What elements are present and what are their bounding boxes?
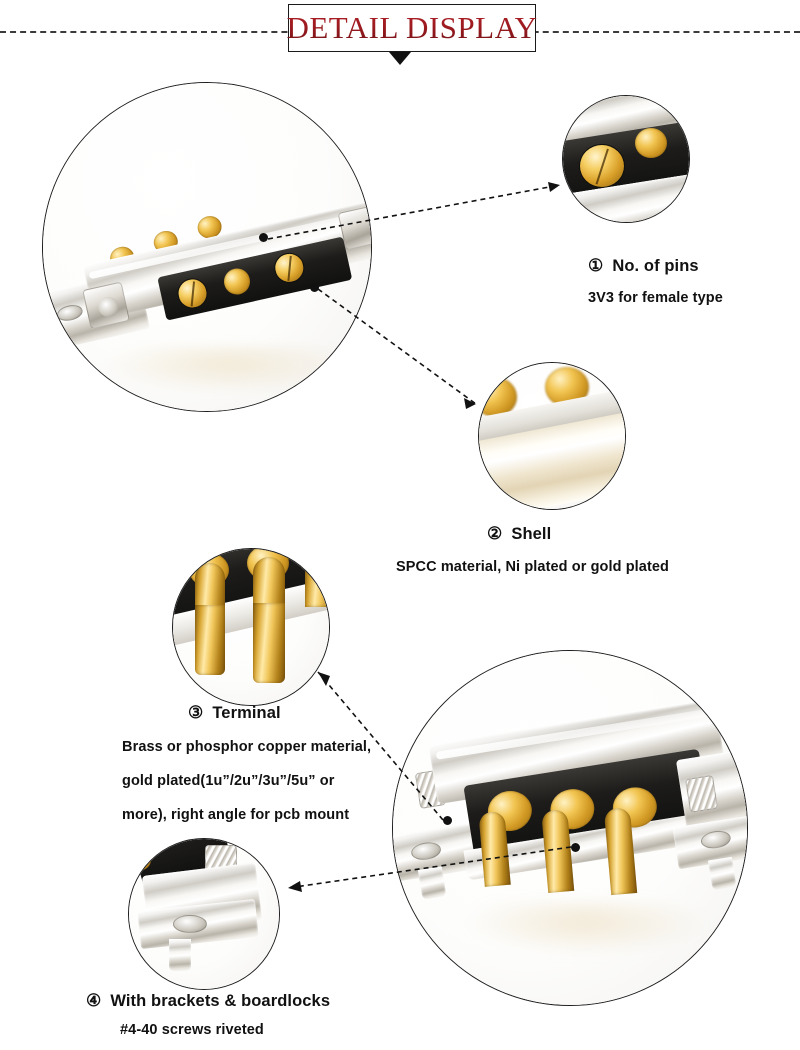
annotation-2-title: Shell [511,525,552,543]
annotation-3-line-2: gold plated(1u”/2u”/3u”/5u” or [122,773,335,789]
annotation-3-marker: ③ [188,703,204,722]
annotation-1-line-1: 3V3 for female type [588,290,723,306]
terminal-leg-b [253,603,285,683]
leader-dot-bracket [571,843,580,852]
photo-reflection-bottom [465,901,705,955]
leader-dot-terminal [443,816,452,825]
annotation-3-line-3: more), right angle for pcb mount [122,807,350,823]
bracket-gold-pin [129,849,151,871]
inset-photo-terminal [172,548,330,706]
inset-photo-pins [562,95,690,223]
annotation-2-marker: ② [487,524,503,543]
header-banner: DETAIL DISPLAY [0,0,800,72]
title-box: DETAIL DISPLAY [286,4,538,52]
annotation-4-title: With brackets & boardlocks [110,992,331,1010]
boardlock-leg [169,939,191,971]
annotation-4-heading: ④ With brackets & boardlocks [86,991,330,1011]
leader-dot-shell [310,283,319,292]
terminal-hook-c [305,551,329,607]
photo-reflection [103,345,353,393]
product-photo-main-top [42,82,372,412]
annotation-2-heading: ② Shell [487,524,551,544]
page-title: DETAIL DISPLAY [286,10,538,45]
title-caret-icon [389,52,411,65]
bracket-screw-hole [173,915,207,933]
annotation-3-title: Terminal [212,704,281,722]
inset-photo-bracket [128,838,280,990]
annotation-3-line-1: Brass or phosphor copper material, [122,739,372,755]
terminal-leg-a [195,605,225,675]
annotation-1-heading: ① No. of pins [588,256,699,276]
pin-zoom [635,128,667,158]
annotation-4-line-1: #4-40 screws riveted [120,1022,264,1038]
inset-photo-shell [478,362,626,510]
annotation-4-marker: ④ [86,991,102,1010]
annotation-3-heading: ③ Terminal [188,703,281,723]
coax-contact-zoom [579,144,625,188]
annotation-1-marker: ① [588,256,604,275]
annotation-2-line-1: SPCC material, Ni plated or gold plated [396,559,669,575]
annotation-1-title: No. of pins [612,257,699,275]
product-photo-main-bottom [392,650,748,1006]
leader-dot-pins [259,233,268,242]
